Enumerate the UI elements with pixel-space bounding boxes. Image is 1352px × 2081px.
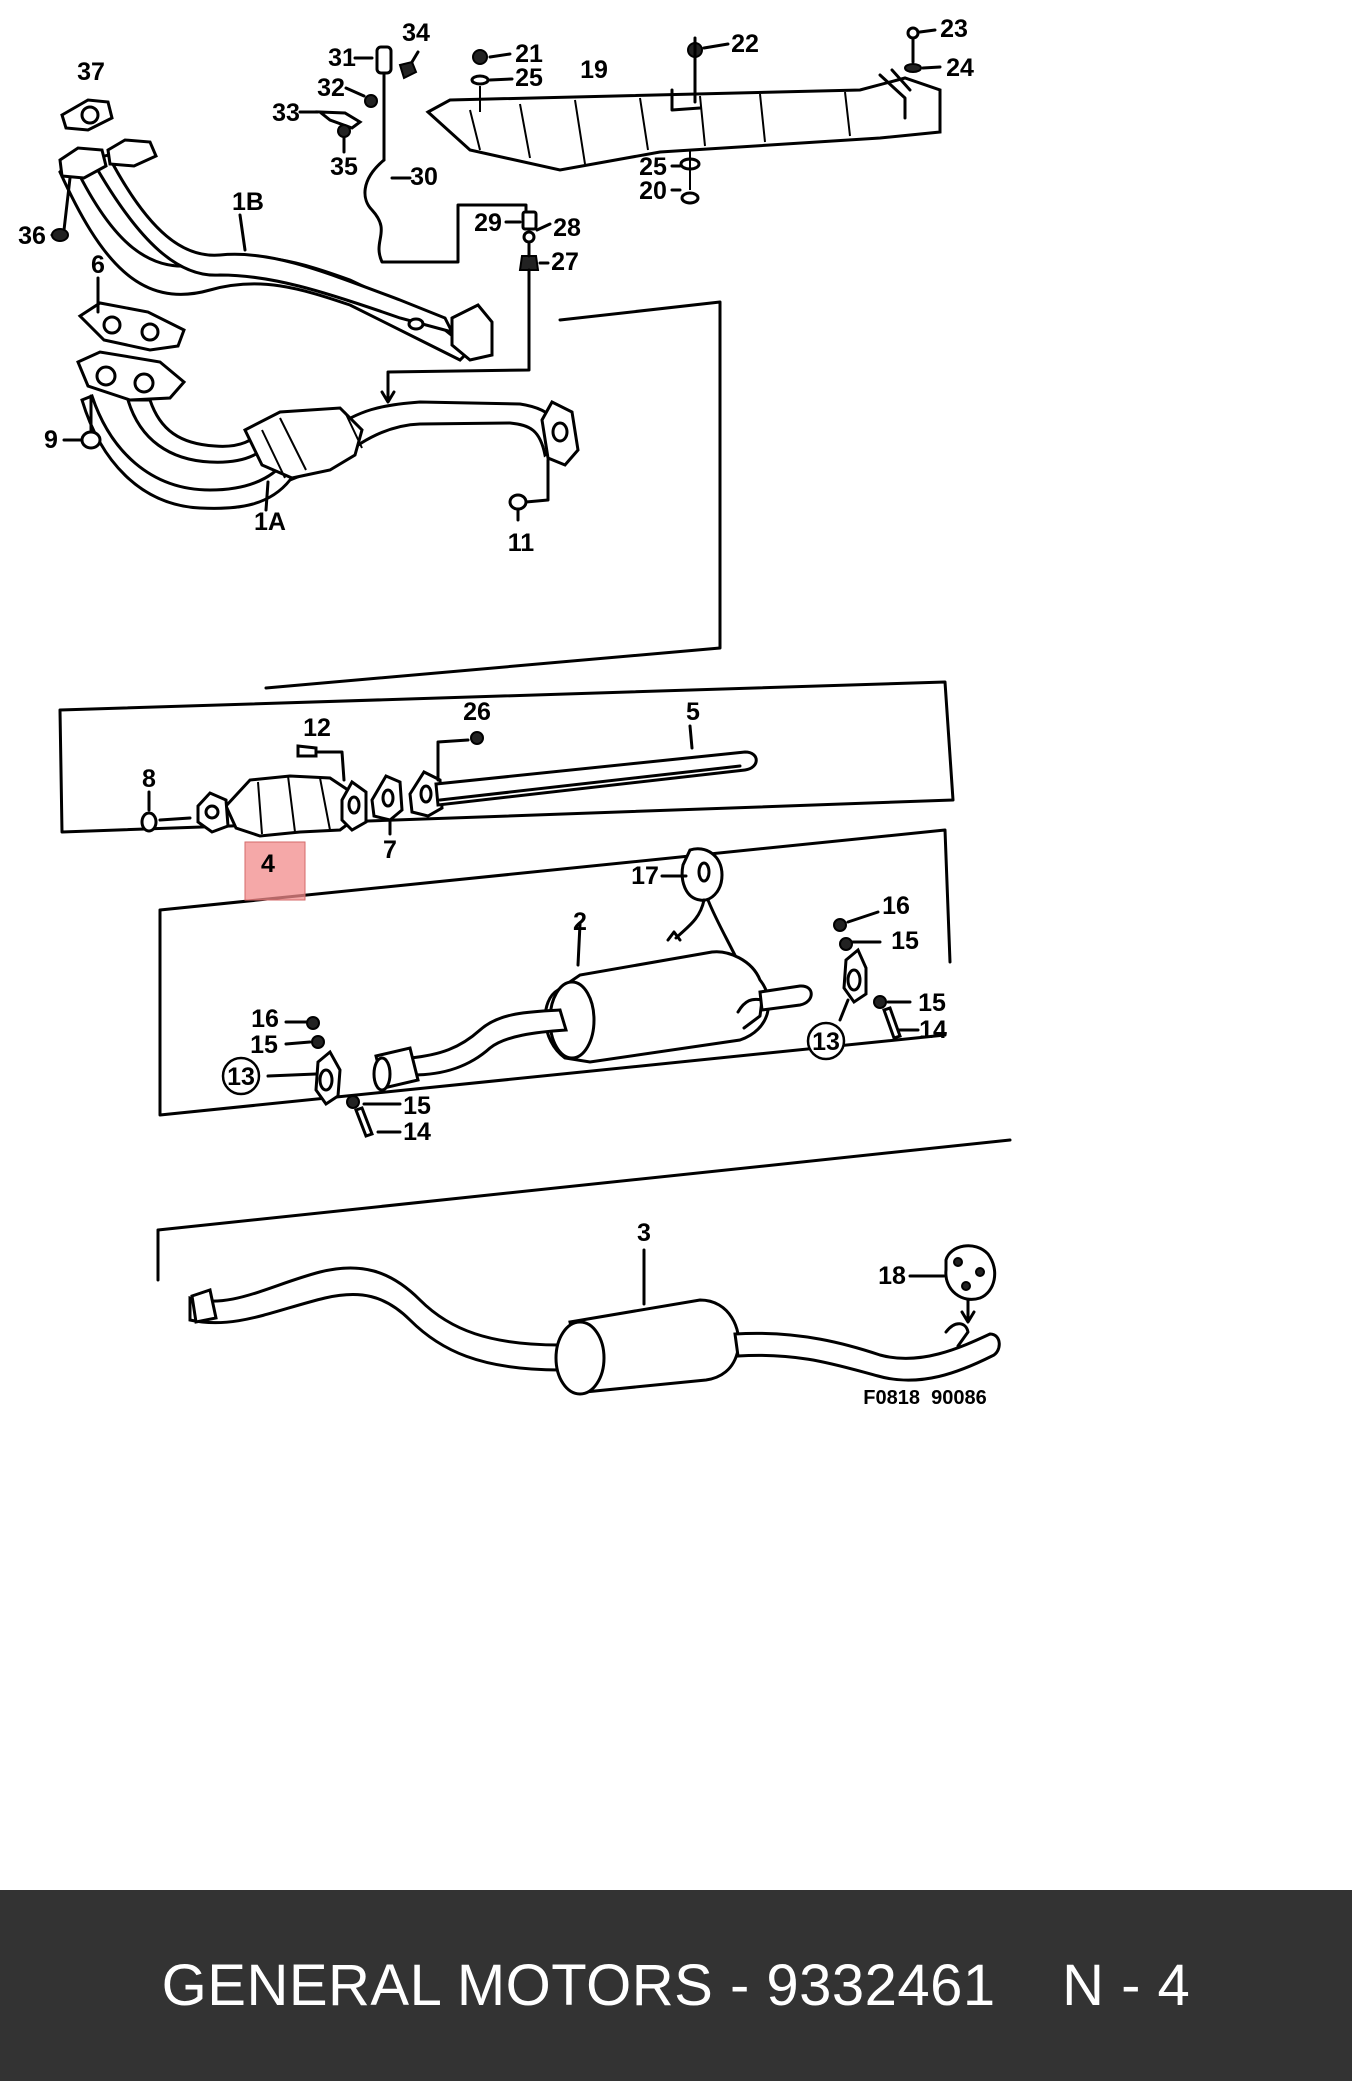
callout-1a: 1A xyxy=(254,508,286,536)
bolt-12 xyxy=(296,744,318,758)
callout-26: 26 xyxy=(463,698,491,726)
bolt-14-right xyxy=(882,1006,902,1040)
callout-28: 28 xyxy=(553,214,581,242)
callout-16-left: 16 xyxy=(251,1005,279,1033)
callout-18: 18 xyxy=(878,1262,906,1290)
bolt-14-left xyxy=(354,1106,374,1138)
washer-25-top xyxy=(470,74,490,86)
footer-caption: GENERAL MOTORS - 9332461 N - 4 xyxy=(161,1953,1191,2018)
callout-1b: 1B xyxy=(232,188,264,216)
panel-outline-front xyxy=(264,300,722,690)
callout-12: 12 xyxy=(303,714,331,742)
callout-13-left: 13 xyxy=(227,1063,255,1091)
callout-27: 27 xyxy=(551,248,579,276)
callout-3: 3 xyxy=(637,1219,651,1247)
nut-11 xyxy=(508,493,528,511)
callout-22: 22 xyxy=(731,30,759,58)
callout-37: 37 xyxy=(77,58,105,86)
callout-7: 7 xyxy=(383,836,397,864)
callout-17: 17 xyxy=(631,862,659,890)
callout-14-right: 14 xyxy=(919,1016,947,1044)
callout-circle-13-left xyxy=(221,1056,261,1096)
callout-16-right: 16 xyxy=(882,892,910,920)
sensor-wire-30 xyxy=(363,158,528,264)
panel-outline-catalyst xyxy=(58,680,955,834)
callout-32: 32 xyxy=(317,74,345,102)
callout-9: 9 xyxy=(44,426,58,454)
nut-35 xyxy=(337,124,351,138)
callout-30: 30 xyxy=(410,163,438,191)
highlight-part-4 xyxy=(244,841,306,901)
callout-31: 31 xyxy=(328,44,356,72)
callout-14-left: 14 xyxy=(403,1118,431,1146)
bolt-34 xyxy=(398,60,418,80)
sensor-27 xyxy=(518,255,540,271)
callout-6: 6 xyxy=(91,251,105,279)
catalyst-1a xyxy=(243,406,364,480)
callout-29: 29 xyxy=(474,209,502,237)
callout-13-right: 13 xyxy=(812,1028,840,1056)
callout-circle-13-right xyxy=(806,1021,846,1061)
callout-15-d: 15 xyxy=(918,989,946,1017)
front-pipe-flange xyxy=(76,350,187,402)
nut-24 xyxy=(904,63,922,73)
silencer-2-outlet xyxy=(758,984,813,1012)
figure-code: F0818 90086 xyxy=(863,1387,986,1409)
connector-29 xyxy=(521,210,538,231)
callout-2: 2 xyxy=(573,908,587,936)
heat-shield xyxy=(425,76,942,172)
exhaust-system-diagram: 1A 1B 2 3 4 5 6 7 8 9 11 12 13 13 14 14 … xyxy=(18,15,1012,1409)
pipe-5 xyxy=(434,750,758,807)
sensor-31 xyxy=(375,45,393,75)
nut-9 xyxy=(80,430,102,450)
callout-24: 24 xyxy=(946,54,974,82)
rear-pipe-3 xyxy=(188,1266,562,1372)
callout-25-top: 25 xyxy=(515,64,543,92)
callout-8: 8 xyxy=(142,765,156,793)
gasket-6 xyxy=(77,301,186,352)
nut-32 xyxy=(364,94,378,108)
callout-15-a: 15 xyxy=(250,1031,278,1059)
callout-23: 23 xyxy=(940,15,968,43)
bolt-21 xyxy=(472,49,488,65)
footer-bar: GENERAL MOTORS - 9332461 N - 4 xyxy=(0,1890,1352,2081)
callout-21: 21 xyxy=(515,40,543,68)
manifold-flange-right xyxy=(106,138,158,168)
callout-33: 33 xyxy=(272,99,300,127)
panel-outline-middle xyxy=(158,828,952,1117)
outlet-flange-1b xyxy=(450,303,494,362)
bracket-33 xyxy=(315,110,363,130)
callout-15-b: 15 xyxy=(403,1092,431,1120)
callout-20: 20 xyxy=(639,177,667,205)
washer-8 xyxy=(140,811,158,833)
rear-pipe-3-inlet xyxy=(190,1288,218,1324)
callout-25-bottom: 25 xyxy=(639,153,667,181)
clip-26 xyxy=(470,731,484,745)
callout-15-c: 15 xyxy=(891,927,919,955)
callout-35: 35 xyxy=(330,153,358,181)
callout-36: 36 xyxy=(18,222,46,250)
nut-20 xyxy=(680,191,700,205)
silencer-2-inlet-pipe xyxy=(408,1008,568,1077)
callout-34: 34 xyxy=(402,19,430,47)
rubber-mount-18 xyxy=(944,1244,997,1301)
callout-19: 19 xyxy=(580,56,608,84)
callout-5: 5 xyxy=(686,698,700,726)
clip-28 xyxy=(522,230,536,244)
callout-11: 11 xyxy=(508,529,535,557)
manifold-flange-left xyxy=(58,146,108,180)
tailpipe-3 xyxy=(733,1331,1001,1382)
callout-4: 4 xyxy=(261,850,275,878)
panel-outline-rear xyxy=(156,1138,1012,1282)
nut-36 xyxy=(51,228,69,242)
